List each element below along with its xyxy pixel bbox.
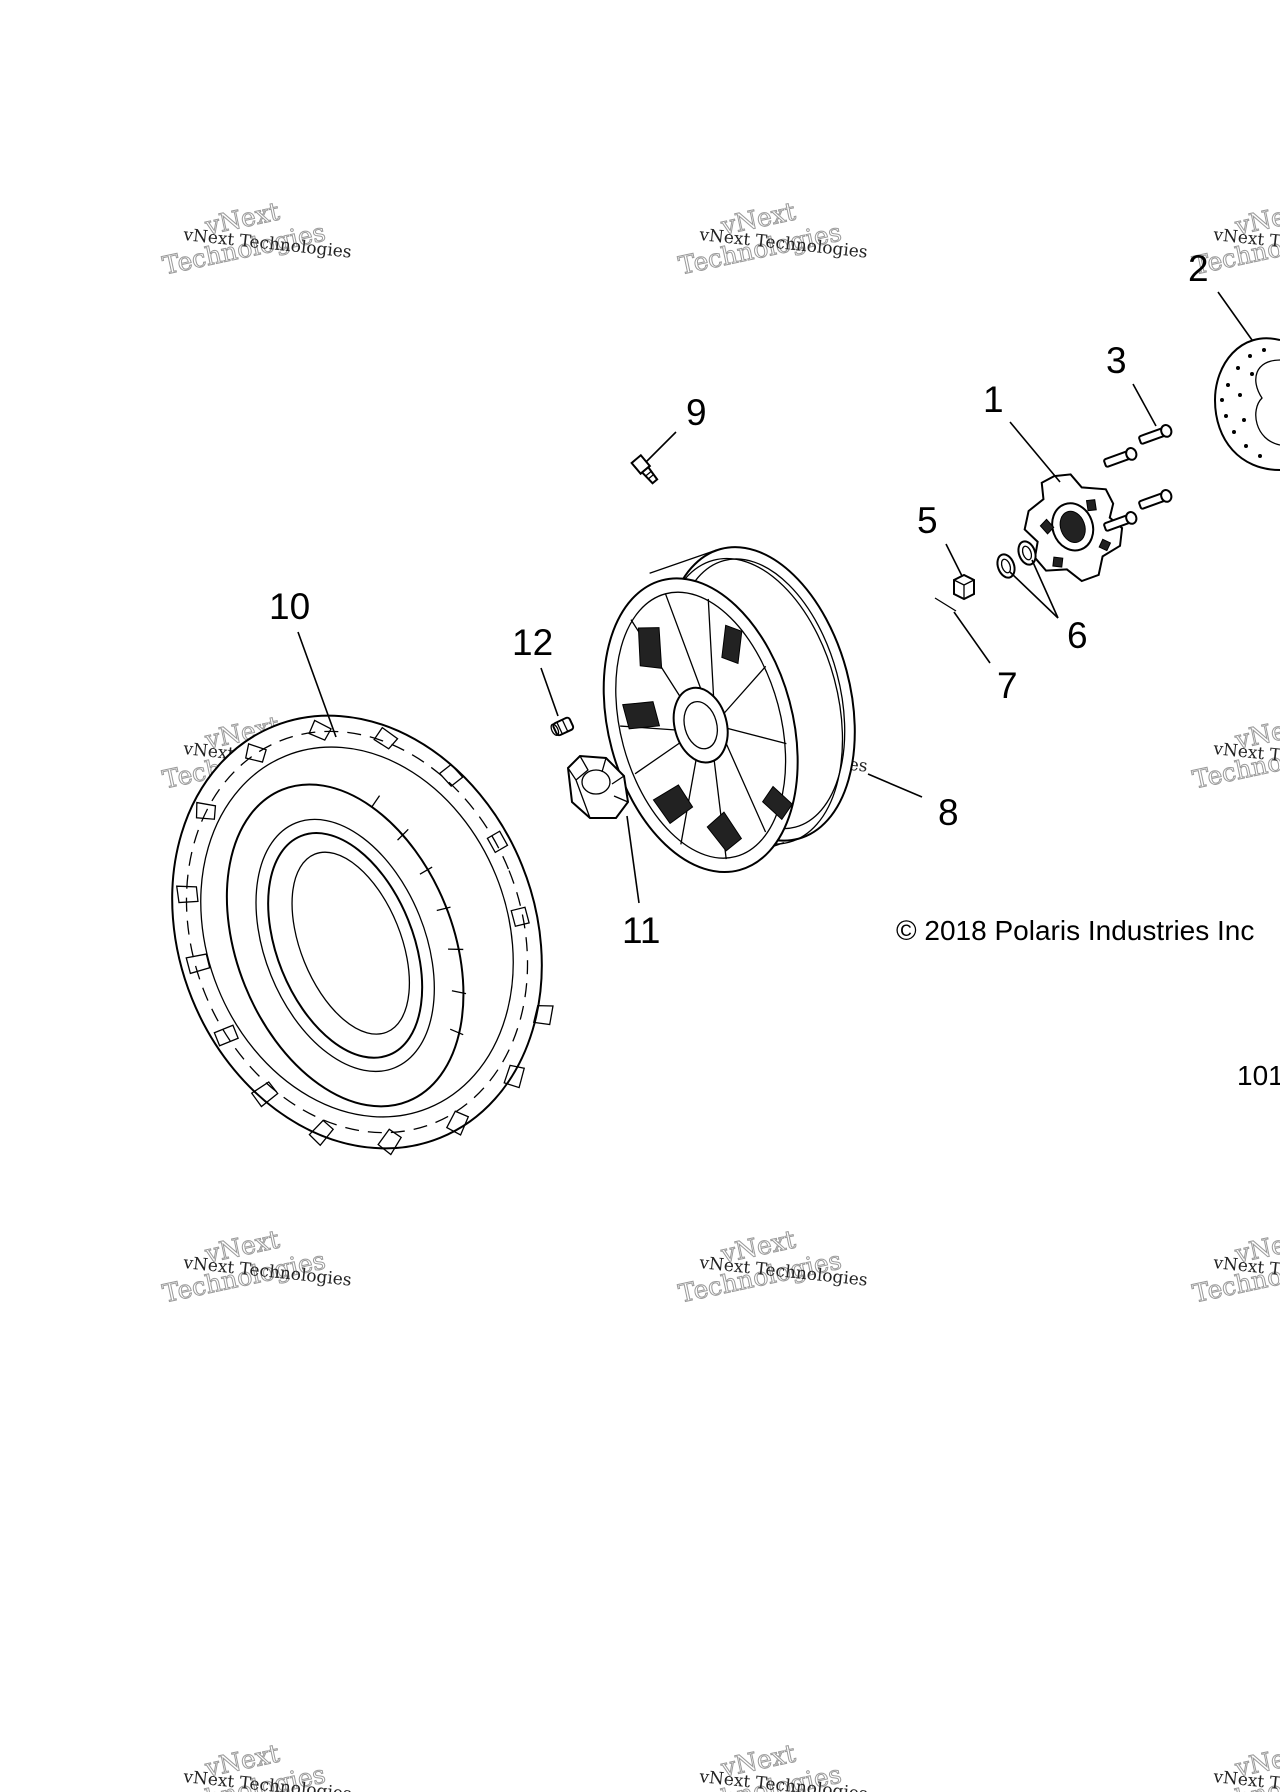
watermark: Technologies vNext vNext Technologies [676, 1224, 869, 1309]
callout-6: 6 [1067, 615, 1088, 656]
watermark: Technologies vNext vNext Technologies [676, 1738, 869, 1792]
watermark: Technologies vNext vNext Technologies [160, 1224, 353, 1309]
watermark: Technologies vNext vNext Technologies [1190, 710, 1280, 795]
brake-disc-bolt [1138, 489, 1173, 510]
watermark: Technologies vNext vNext Technologies [676, 196, 869, 281]
wheel-hub [1023, 473, 1124, 583]
callout-5: 5 [917, 500, 938, 541]
watermark: Technologies vNext vNext Technologies [160, 196, 353, 281]
callout-12: 12 [512, 622, 553, 663]
castle-nut [953, 573, 975, 601]
copyright-notice: © 2018 Polaris Industries Inc [896, 915, 1254, 946]
watermark: Technologies vNext vNext Technologies [160, 1738, 353, 1792]
callout-9: 9 [686, 392, 707, 433]
callout-8: 8 [938, 792, 959, 833]
valve-stem [550, 716, 575, 737]
brake-disc [1213, 337, 1280, 471]
callout-11: 11 [622, 910, 660, 951]
callout-3: 3 [1106, 340, 1127, 381]
washer [1017, 540, 1037, 566]
callout-2: 2 [1188, 248, 1209, 289]
callout-7: 7 [997, 665, 1018, 706]
brake-disc-bolt [1103, 511, 1138, 532]
brake-disc-bolt [1103, 447, 1138, 468]
watermark: Technologies vNext vNext Technologies [1190, 1738, 1280, 1792]
cotter-pin [934, 597, 957, 612]
figure-number: 101 [1237, 1060, 1280, 1091]
wheel-rim [602, 546, 856, 874]
tire [171, 714, 554, 1156]
lug-stud [630, 453, 659, 485]
callout-1: 1 [983, 379, 1004, 420]
brake-disc-bolt [1138, 424, 1173, 445]
center-cap [566, 754, 630, 819]
watermark: Technologies vNext vNext Technologies [1190, 1224, 1280, 1309]
callout-10: 10 [269, 586, 310, 627]
callout-numbers: 1 2 3 5 6 7 8 9 10 11 12 [269, 248, 1209, 951]
leader-lines [297, 291, 1253, 904]
